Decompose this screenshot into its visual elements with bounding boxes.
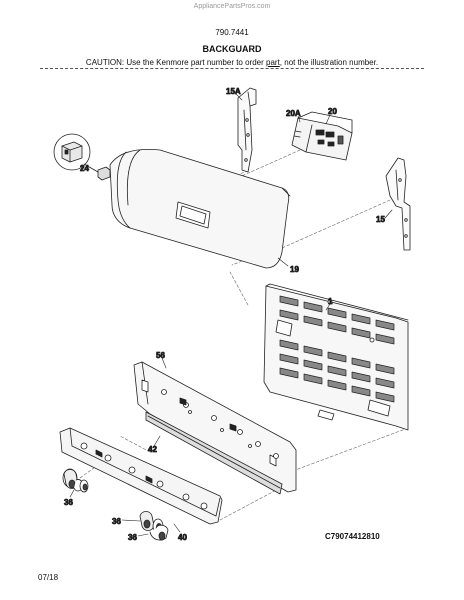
callout-1: 1 (328, 297, 333, 306)
illustration-id: C79074412810 (325, 532, 380, 541)
part-1-rear-panel (263, 283, 409, 431)
caution-text-end: , not the illustration number. (279, 58, 379, 67)
callout-20a: 20A (286, 109, 301, 118)
part-24-switch-detail (53, 133, 99, 173)
part-56-control-bracket (133, 361, 297, 493)
watermark: AppliancePartsPros.com (193, 3, 271, 10)
part-20-electronic-control (291, 111, 353, 161)
callout-20: 20 (328, 107, 337, 116)
part-42-trim-strip (145, 411, 283, 495)
knob-lower (139, 511, 169, 541)
part-24-switch (97, 166, 111, 181)
callout-36-middle: 36 (112, 517, 121, 526)
knob-upper (62, 468, 89, 493)
revision-date: 07/18 (38, 573, 59, 582)
callout-15: 15 (376, 215, 385, 224)
callout-15a: 15A (226, 87, 241, 96)
header-divider (40, 68, 424, 69)
caution-note: CAUTION: Use the Kenmore part number to … (0, 58, 464, 67)
caution-text-start: CAUTION: Use the Kenmore part number to … (85, 58, 266, 67)
part-19-backguard-panel (109, 148, 291, 269)
caution-part-link[interactable]: part (266, 58, 280, 67)
part-15a-end-bracket (237, 87, 257, 173)
part-15-end-bracket (385, 157, 411, 251)
callout-56: 56 (156, 351, 165, 360)
callout-36-upper: 36 (64, 498, 73, 507)
callout-leaders (69, 92, 393, 537)
callout-40: 40 (178, 533, 187, 542)
model-number: 790.7441 (215, 28, 249, 37)
part-36-knobs (62, 468, 169, 541)
callout-24: 24 (80, 164, 89, 173)
callout-19: 19 (290, 265, 299, 274)
callout-36-lower: 36 (128, 533, 137, 542)
part-40-control-panel (59, 427, 223, 525)
callout-42: 42 (148, 445, 157, 454)
page-title: BACKGUARD (202, 44, 262, 54)
